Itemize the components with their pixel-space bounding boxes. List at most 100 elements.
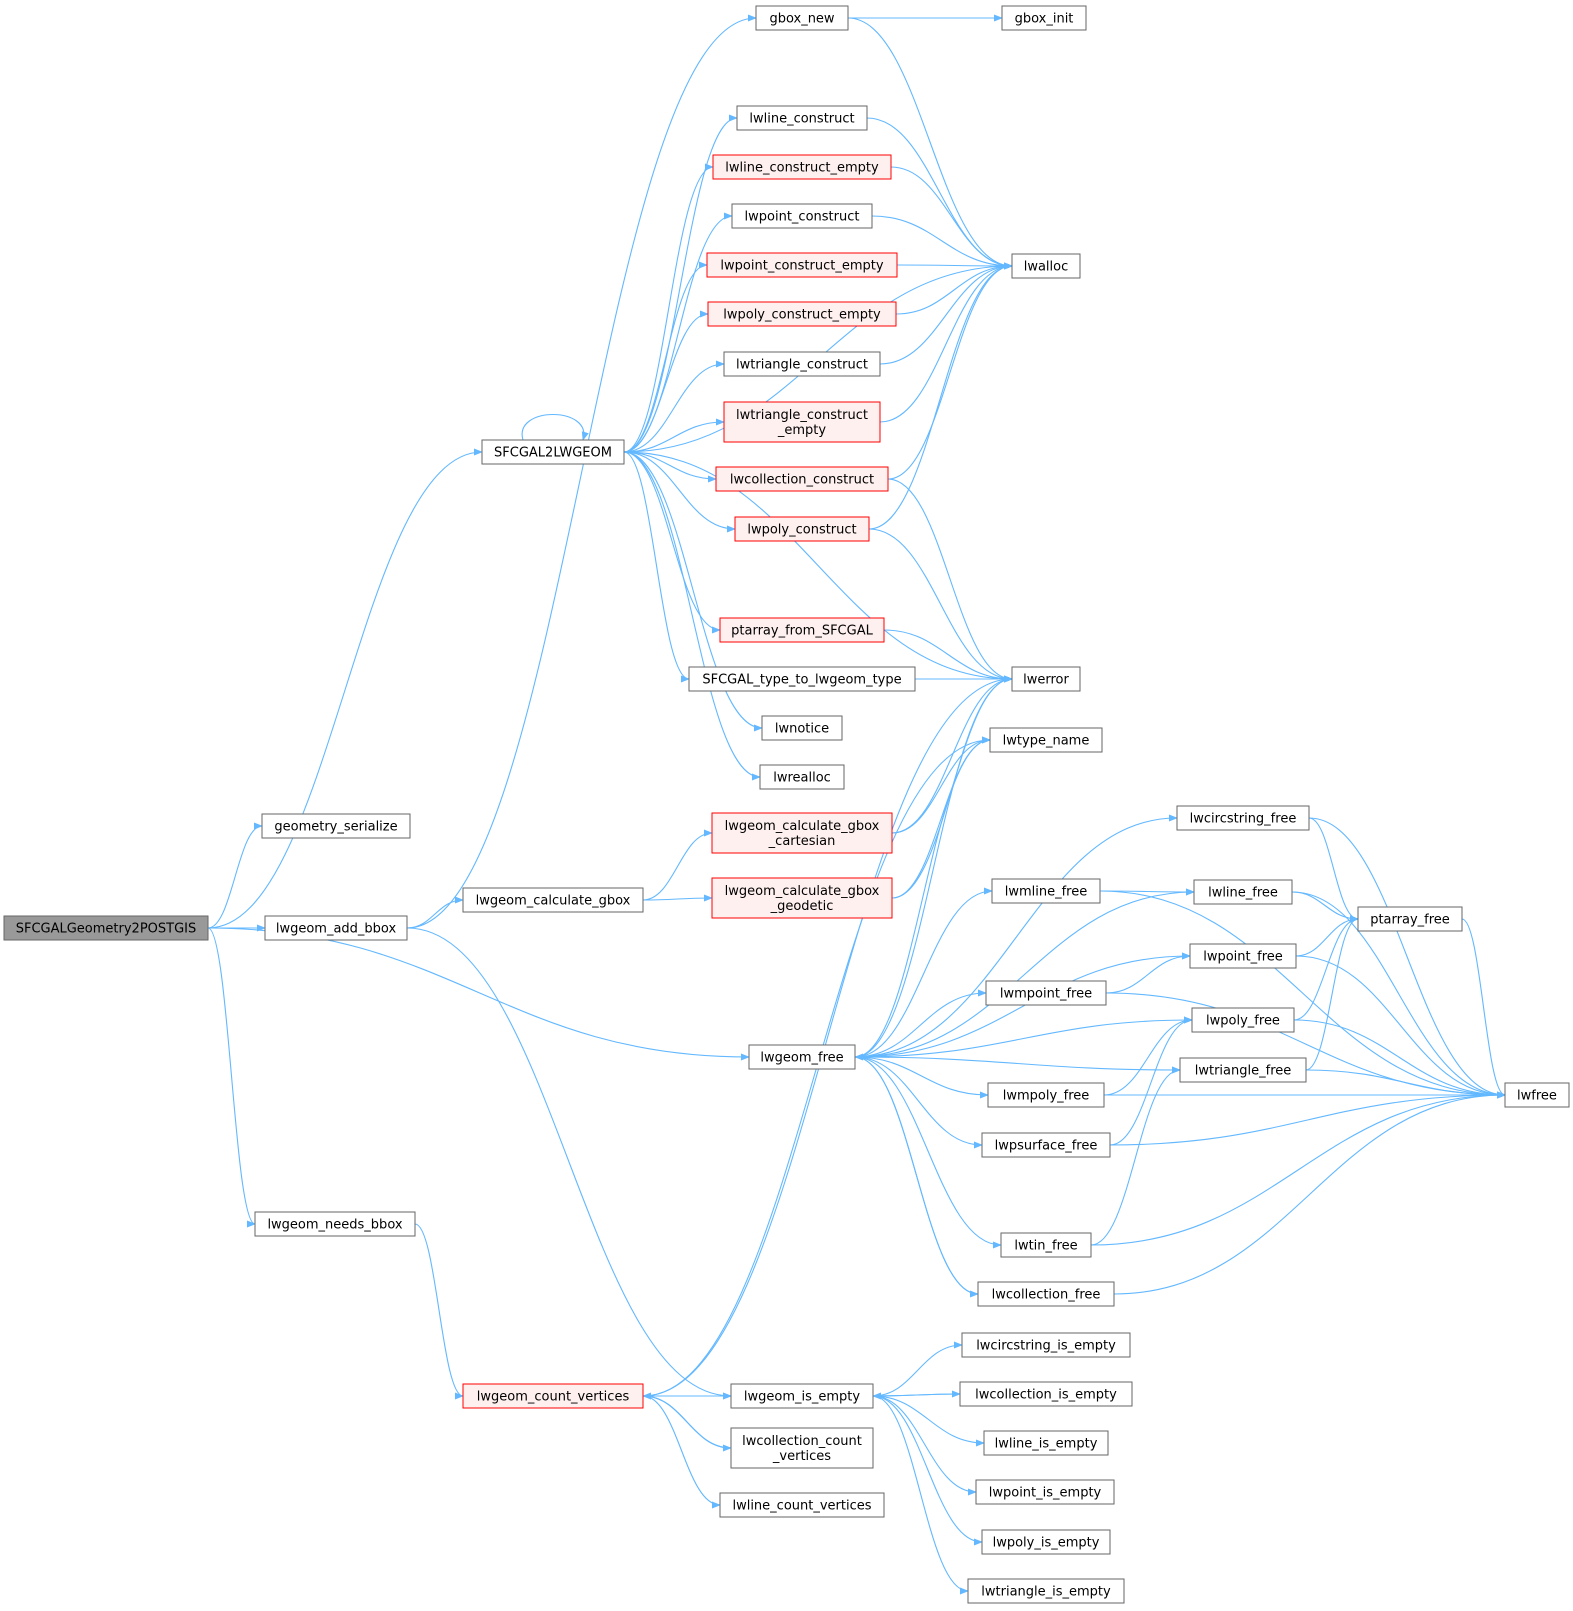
node-lwpoint_free[interactable]: lwpoint_free bbox=[1189, 943, 1297, 969]
node-label: lwnotice bbox=[775, 722, 829, 737]
node-box bbox=[715, 466, 889, 492]
node-ptarray_from_SFCGAL[interactable]: ptarray_from_SFCGAL bbox=[719, 617, 885, 643]
edge-lwgeom_free-to-lwpoint_free bbox=[854, 952, 1191, 1058]
node-label: lwpoint_construct bbox=[745, 210, 860, 225]
node-lwcircstring_is_empty[interactable]: lwcircstring_is_empty bbox=[961, 1332, 1131, 1358]
edge-lwgeom_is_empty-to-lwpoint_is_empty bbox=[872, 1395, 977, 1496]
node-ptarray_free[interactable]: ptarray_free bbox=[1357, 906, 1463, 932]
node-label: lwgeom_needs_bbox bbox=[267, 1218, 402, 1233]
node-lwline_free[interactable]: lwline_free bbox=[1193, 879, 1293, 905]
node-lwline_construct_empty[interactable]: lwline_construct_empty bbox=[712, 154, 892, 180]
node-box bbox=[987, 1082, 1105, 1108]
edge-lwgeom_add_bbox-to-gbox_new bbox=[406, 14, 757, 929]
edge-lwgeom_is_empty-to-lwcircstring_is_empty bbox=[872, 1341, 963, 1397]
node-box bbox=[723, 351, 881, 377]
node-lwcollection_is_empty[interactable]: lwcollection_is_empty bbox=[959, 1381, 1133, 1407]
node-label: lwtin_free bbox=[1014, 1239, 1077, 1254]
node-lwgeom_calculate_gbox_cartesian[interactable]: lwgeom_calculate_gbox_cartesian bbox=[711, 812, 893, 854]
node-lwmpoint_free[interactable]: lwmpoint_free bbox=[985, 980, 1107, 1006]
node-label: lwfree bbox=[1517, 1089, 1557, 1104]
edge-SFCGALGeometry2POSTGIS-to-geometry_serialize bbox=[207, 822, 263, 929]
edge-SFCGAL2LWGEOM-to-SFCGAL2LWGEOM bbox=[521, 414, 589, 441]
node-lwgeom_free[interactable]: lwgeom_free bbox=[748, 1044, 856, 1070]
node-lwline_is_empty[interactable]: lwline_is_empty bbox=[983, 1430, 1109, 1456]
node-lwfree[interactable]: lwfree bbox=[1504, 1082, 1570, 1108]
node-lwpoint_construct[interactable]: lwpoint_construct bbox=[731, 203, 873, 229]
node-label: ptarray_free bbox=[1370, 913, 1450, 928]
node-lwtype_name[interactable]: lwtype_name bbox=[989, 727, 1103, 753]
node-label: lwmline_free bbox=[1005, 885, 1088, 900]
node-lwtriangle_free[interactable]: lwtriangle_free bbox=[1179, 1057, 1307, 1083]
node-lwcollection_count_vertices[interactable]: lwcollection_count_vertices bbox=[730, 1427, 874, 1469]
node-box bbox=[961, 1332, 1131, 1358]
node-lwtin_free[interactable]: lwtin_free bbox=[1000, 1232, 1092, 1258]
node-label: lwpoint_is_empty bbox=[989, 1486, 1102, 1501]
edge-SFCGAL2LWGEOM-to-lwnotice bbox=[623, 451, 763, 732]
edge-lwcollection_construct-to-lwerror bbox=[887, 478, 1013, 683]
node-gbox_init[interactable]: gbox_init bbox=[1001, 5, 1087, 31]
node-box bbox=[462, 1383, 644, 1409]
node-lwerror[interactable]: lwerror bbox=[1011, 666, 1081, 692]
edge-lwline_construct_empty-to-lwalloc bbox=[890, 166, 1013, 270]
node-lwpoint_is_empty[interactable]: lwpoint_is_empty bbox=[975, 1479, 1115, 1505]
edge-lwcollection_count_vertices-to-lwgeom_count_vertices bbox=[642, 1392, 732, 1449]
node-lwline_count_vertices[interactable]: lwline_count_vertices bbox=[719, 1492, 885, 1518]
edge-SFCGAL2LWGEOM-to-SFCGAL_type_to_lwgeom_type bbox=[623, 451, 690, 683]
node-lwpoly_is_empty[interactable]: lwpoly_is_empty bbox=[981, 1529, 1111, 1555]
edge-SFCGALGeometry2POSTGIS-to-lwgeom_needs_bbox bbox=[207, 927, 256, 1228]
node-label: lwgeom_free bbox=[760, 1051, 843, 1066]
node-lwtriangle_construct[interactable]: lwtriangle_construct bbox=[723, 351, 881, 377]
edge-SFCGAL2LWGEOM-to-lwrealloc bbox=[623, 451, 761, 781]
node-box bbox=[712, 154, 892, 180]
node-lwgeom_is_empty[interactable]: lwgeom_is_empty bbox=[730, 1383, 874, 1409]
node-lwgeom_calculate_gbox_geodetic[interactable]: lwgeom_calculate_gbox_geodetic bbox=[711, 877, 893, 919]
node-label: lwcollection_count bbox=[742, 1434, 862, 1449]
edge-lwgeom_free-to-lwmpoint_free bbox=[854, 989, 987, 1058]
node-lwtriangle_is_empty[interactable]: lwtriangle_is_empty bbox=[967, 1578, 1125, 1604]
node-lwpoint_construct_empty[interactable]: lwpoint_construct_empty bbox=[706, 252, 898, 278]
node-lwpoly_free[interactable]: lwpoly_free bbox=[1191, 1007, 1295, 1033]
node-lwgeom_needs_bbox[interactable]: lwgeom_needs_bbox bbox=[254, 1211, 416, 1237]
node-label: lwcircstring_free bbox=[1190, 812, 1297, 827]
node-gbox_new[interactable]: gbox_new bbox=[755, 5, 849, 31]
node-label: lwpsurface_free bbox=[995, 1139, 1098, 1154]
node-lwnotice[interactable]: lwnotice bbox=[761, 715, 843, 741]
node-geometry_serialize[interactable]: geometry_serialize bbox=[261, 813, 411, 839]
node-lwline_construct[interactable]: lwline_construct bbox=[736, 105, 868, 131]
edge-SFCGAL2LWGEOM-to-lwline_construct_empty bbox=[623, 163, 714, 453]
edge-lwpoly_free-to-ptarray_free bbox=[1293, 915, 1359, 1021]
node-lwpoly_construct_empty[interactable]: lwpoly_construct_empty bbox=[707, 301, 897, 327]
node-lwcircstring_free[interactable]: lwcircstring_free bbox=[1176, 805, 1310, 831]
edge-lwpoly_free-to-lwfree bbox=[1293, 1019, 1506, 1099]
node-lwgeom_count_vertices[interactable]: lwgeom_count_vertices bbox=[462, 1383, 644, 1409]
node-label: lwline_construct_empty bbox=[725, 161, 879, 176]
node-lwpoly_construct[interactable]: lwpoly_construct bbox=[734, 516, 870, 542]
node-box bbox=[462, 887, 644, 913]
node-lwmline_free[interactable]: lwmline_free bbox=[991, 878, 1101, 904]
node-label: ptarray_from_SFCGAL bbox=[731, 624, 873, 639]
node-lwgeom_add_bbox[interactable]: lwgeom_add_bbox bbox=[264, 915, 408, 941]
node-SFCGAL_type_to_lwgeom_type[interactable]: SFCGAL_type_to_lwgeom_type bbox=[688, 666, 916, 692]
node-lwalloc[interactable]: lwalloc bbox=[1011, 253, 1081, 279]
node-lwcollection_free[interactable]: lwcollection_free bbox=[977, 1281, 1115, 1307]
node-SFCGAL2LWGEOM[interactable]: SFCGAL2LWGEOM bbox=[481, 439, 625, 465]
edge-lwline_construct-to-lwalloc bbox=[866, 117, 1013, 270]
node-lwpsurface_free[interactable]: lwpsurface_free bbox=[981, 1132, 1111, 1158]
node-lwcollection_construct[interactable]: lwcollection_construct bbox=[715, 466, 889, 492]
node-lwgeom_calculate_gbox[interactable]: lwgeom_calculate_gbox bbox=[462, 887, 644, 913]
node-lwmpoly_free[interactable]: lwmpoly_free bbox=[987, 1082, 1105, 1108]
node-box bbox=[748, 1044, 856, 1070]
node-box bbox=[975, 1479, 1115, 1505]
node-lwrealloc[interactable]: lwrealloc bbox=[759, 764, 845, 790]
node-box bbox=[761, 715, 843, 741]
node-SFCGALGeometry2POSTGIS[interactable]: SFCGALGeometry2POSTGIS bbox=[3, 915, 209, 941]
node-box bbox=[991, 878, 1101, 904]
edge-lwgeom_count_vertices-to-lwerror bbox=[642, 675, 1013, 1397]
node-label: lwcircstring_is_empty bbox=[976, 1339, 1116, 1354]
edge-lwcollection_free-to-lwfree bbox=[1113, 1091, 1506, 1295]
node-label: lwalloc bbox=[1024, 260, 1069, 275]
node-box bbox=[719, 617, 885, 643]
node-label: lwtriangle_construct bbox=[736, 358, 868, 373]
edge-lwgeom_free-to-lwerror bbox=[854, 675, 1013, 1058]
node-lwtriangle_construct_empty[interactable]: lwtriangle_construct_empty bbox=[723, 401, 881, 443]
